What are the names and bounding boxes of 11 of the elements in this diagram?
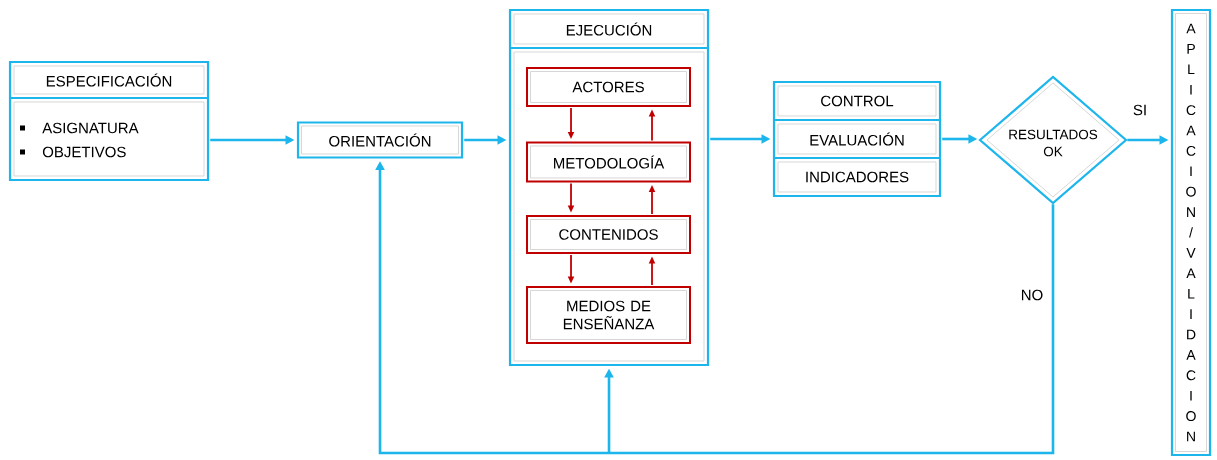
specification-box: ESPECIFICACIÓN ASIGNATURA OBJETIVOS — [8, 60, 210, 182]
process-box: CONTENIDOS — [526, 215, 691, 254]
process-box: MEDIOS DE ENSEÑANZA — [526, 286, 691, 344]
vertical-box: APLICACION/VALIDACION — [1170, 8, 1212, 457]
process-box: METODOLOGÍA — [526, 141, 691, 183]
edge-label: NO — [1019, 288, 1045, 302]
edge-label: SI — [1131, 103, 1149, 117]
process-box: ORIENTACIÓN — [296, 121, 464, 159]
stacked-box: CONTROL EVALUACIÓN INDICADORES — [772, 80, 942, 198]
process-box: ACTORES — [526, 67, 691, 107]
line — [609, 204, 1055, 455]
